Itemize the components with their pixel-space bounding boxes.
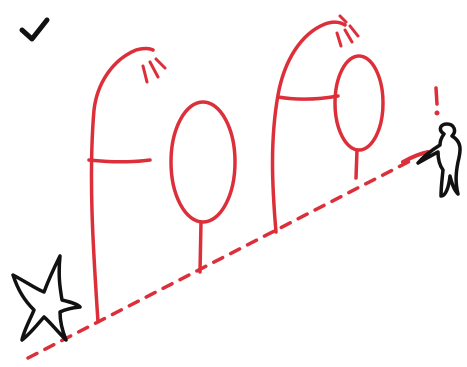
star-figure-icon xyxy=(13,256,80,340)
dashed-slope-line xyxy=(28,160,412,358)
stick-figure-icon xyxy=(418,124,460,196)
checkmark-icon xyxy=(22,20,47,39)
letter-o-first xyxy=(171,102,235,272)
letter-f-first xyxy=(89,49,165,323)
exclamation-mark xyxy=(435,88,440,116)
letter-f-second xyxy=(273,16,359,232)
letter-o-second xyxy=(335,56,383,178)
